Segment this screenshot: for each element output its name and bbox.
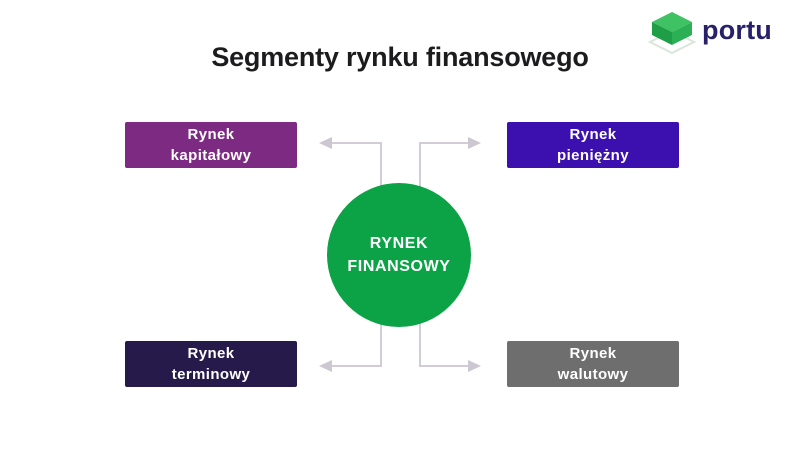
center-node-label-line: FINANSOWY — [347, 258, 451, 275]
portu-logo: portu — [647, 8, 772, 67]
node-rynek-kapitalowy: Rynek kapitałowy — [125, 122, 297, 168]
node-label-line: terminowy — [171, 366, 251, 383]
node-label-line: kapitałowy — [170, 147, 252, 164]
connector-bottom-right — [419, 310, 481, 372]
portu-logo-text: portu — [702, 15, 772, 45]
node-rynek-pieniezny: Rynek pieniężny — [507, 122, 679, 168]
connector-bottom-left — [319, 310, 382, 372]
connector-top-right — [419, 137, 481, 200]
node-rynek-walutowy: Rynek walutowy — [507, 341, 679, 387]
node-label-line: walutowy — [557, 366, 629, 383]
page-title: Segmenty rynku finansowego — [211, 42, 589, 72]
connector-top-left — [319, 137, 382, 200]
center-node-label-line: RYNEK — [369, 235, 429, 252]
center-node-rynek-finansowy: RYNEK FINANSOWY — [327, 183, 471, 327]
node-label-line: Rynek — [569, 345, 617, 362]
node-label-line: Rynek — [187, 126, 235, 143]
portu-cube-icon — [647, 8, 697, 67]
node-rynek-terminowy: Rynek terminowy — [125, 341, 297, 387]
node-label-line: Rynek — [187, 345, 235, 362]
node-label-line: pieniężny — [557, 147, 629, 164]
node-label-line: Rynek — [569, 126, 617, 143]
